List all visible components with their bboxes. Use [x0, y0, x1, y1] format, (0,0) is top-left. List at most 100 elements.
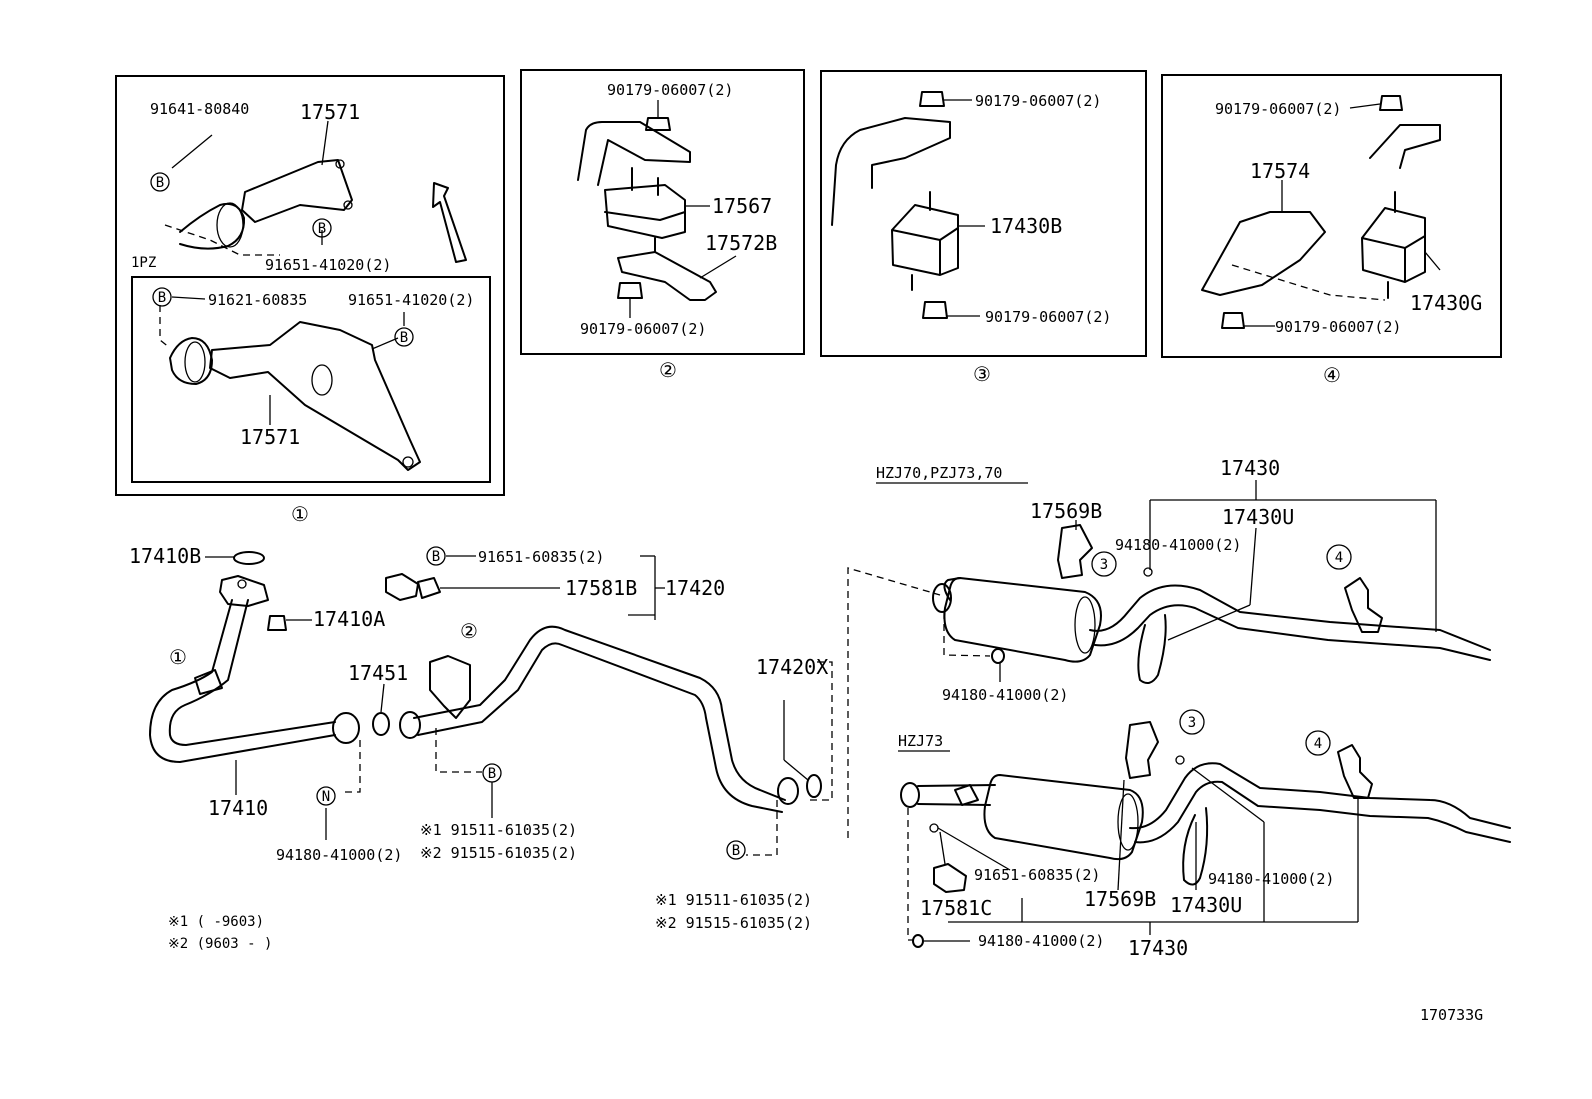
- mount-rubber-17430b: [891, 204, 959, 276]
- callout-17430b: 17430B: [990, 214, 1062, 238]
- bolt-badge: B: [150, 172, 170, 192]
- svg-text:B: B: [156, 175, 164, 191]
- bracket-17569b: [1057, 524, 1093, 579]
- nut: [922, 301, 948, 319]
- callout-91621-60835: 91621-60835: [208, 291, 307, 309]
- callout-17420x: 17420X: [756, 655, 828, 679]
- callout-90179-06007-bot: 90179-06007(2): [985, 308, 1111, 326]
- bolt-badge: B: [426, 546, 446, 566]
- nut-17410a: [267, 615, 287, 631]
- heat-insulator-17571-upper: [241, 159, 353, 223]
- ref-circle-3: 3: [1179, 709, 1205, 735]
- bracket-17571-lower: [209, 321, 421, 471]
- svg-text:B: B: [318, 221, 326, 237]
- callout-91651-41020-a: 91651-41020(2): [265, 256, 391, 274]
- mount-rubber-17567: [604, 184, 686, 239]
- hanger-bracket: [1337, 744, 1373, 799]
- hanger-17581c: [933, 863, 967, 893]
- mount-rubber-17430g: [1361, 207, 1426, 283]
- bolt-badge: B: [726, 840, 746, 860]
- callout-17571-lower: 17571: [240, 425, 300, 449]
- callout-17430: 17430: [1220, 456, 1280, 480]
- callout-90179-06007-top: 90179-06007(2): [975, 92, 1101, 110]
- callout-17430u: 17430U: [1170, 893, 1242, 917]
- frame-bracket: [1369, 124, 1441, 169]
- callout-17574: 17574: [1250, 159, 1310, 183]
- tail-hanger-17430u: [1182, 807, 1209, 886]
- detail-box-2: 90179-06007(2) 17567 17572B 90179-06007(…: [520, 69, 805, 382]
- svg-text:B: B: [158, 290, 166, 306]
- callout-17420: 17420: [665, 576, 725, 600]
- hanger-17581b: [385, 573, 419, 601]
- callout-94180-41000-bot: 94180-41000(2): [942, 686, 1068, 704]
- heat-insulator-17574: [1201, 211, 1326, 296]
- callout-17569b: 17569B: [1030, 499, 1102, 523]
- gasket: [991, 648, 1005, 664]
- variant-label-hzj70: HZJ70,PZJ73,70: [876, 464, 1002, 482]
- callout-94180-41000-right: 94180-41000(2): [1208, 870, 1334, 888]
- callout-17581c: 17581C: [920, 896, 992, 920]
- muffler: [943, 577, 1102, 663]
- main-exhaust-assembly: B N B B 17410B 17410A ① 17410 17451 9418…: [129, 544, 833, 952]
- callout-17451: 17451: [348, 661, 408, 685]
- callout-17569b: 17569B: [1084, 887, 1156, 911]
- callout-90179-06007-top: 90179-06007(2): [607, 81, 733, 99]
- svg-text:4: 4: [1314, 736, 1322, 752]
- footnote-1: ※1 ( -9603): [168, 914, 264, 930]
- section-number-3: ③: [973, 362, 991, 386]
- variant-label-hzj73: HZJ73: [898, 732, 943, 750]
- callout-17410b: 17410B: [129, 544, 201, 568]
- detail-box-1: B B B B 91641-80840 17571 1PZ 91651-4102…: [115, 75, 505, 526]
- callout-90179-06007-bot: 90179-06007(2): [1275, 318, 1401, 336]
- footnote-2: ※2 (9603 - ): [168, 936, 272, 952]
- callout-91515-61035-a: ※2 91515-61035(2): [420, 844, 577, 862]
- nut: [645, 117, 671, 131]
- gasket-17451: [372, 712, 390, 736]
- gasket-17420x: [806, 774, 822, 798]
- bracket-17569b: [1125, 721, 1159, 779]
- nut: [919, 91, 945, 107]
- callout-91641-80840: 91641-80840: [150, 100, 249, 118]
- callout-17430: 17430: [1128, 936, 1188, 960]
- callout-17410a: 17410A: [313, 607, 385, 631]
- callout-91651-41020-b: 91651-41020(2): [348, 291, 474, 309]
- callout-94180-41000-bot: 94180-41000(2): [978, 932, 1104, 950]
- svg-text:B: B: [732, 843, 740, 859]
- nut: [617, 282, 643, 299]
- svg-text:N: N: [322, 789, 330, 805]
- detail-box-3: 90179-06007(2) 17430B 90179-06007(2) ③: [820, 70, 1147, 386]
- callout-17430g: 17430G: [1410, 291, 1482, 315]
- gasket: [912, 934, 924, 948]
- callout-91511-61035-b: ※1 91511-61035(2): [655, 891, 812, 909]
- svg-text:B: B: [432, 549, 440, 565]
- callout-circle-2: ②: [460, 619, 478, 643]
- callout-94180-41000: 94180-41000(2): [276, 846, 402, 864]
- bolt-badge: B: [312, 218, 332, 238]
- pipe-flange-upper: [179, 202, 246, 250]
- bracket-17572b: [617, 251, 717, 301]
- callout-circle-1: ①: [169, 645, 187, 669]
- svg-text:3: 3: [1188, 715, 1196, 731]
- callout-94180-41000-top: 94180-41000(2): [1115, 536, 1241, 554]
- tailpipe-variant-hzj70: HZJ70,PZJ73,70 3 4 17430: [847, 456, 1491, 838]
- callout-17581b: 17581B: [565, 576, 637, 600]
- ref-circle-3: 3: [1091, 551, 1117, 577]
- section-number-1: ①: [291, 502, 309, 526]
- callout-17410: 17410: [208, 796, 268, 820]
- callout-91515-61035-b: ※2 91515-61035(2): [655, 914, 812, 932]
- muffler: [983, 774, 1144, 861]
- front-pipe-17410: [149, 599, 336, 763]
- bolt-badge: B: [482, 763, 502, 783]
- callout-91651-60835: 91651-60835(2): [974, 866, 1100, 884]
- section-number-2: ②: [659, 358, 677, 382]
- svg-text:3: 3: [1100, 557, 1108, 573]
- detail-box-4: 90179-06007(2) 17574 17430G 90179-06007(…: [1161, 74, 1502, 387]
- callout-90179-06007-top: 90179-06007(2): [1215, 100, 1341, 118]
- nut: [1379, 95, 1403, 111]
- callout-91511-61035-a: ※1 91511-61035(2): [420, 821, 577, 839]
- tail-pipe-17430: [1089, 584, 1491, 661]
- callout-17571-upper: 17571: [300, 100, 360, 124]
- callout-1pz: 1PZ: [131, 255, 156, 271]
- svg-text:B: B: [488, 766, 496, 782]
